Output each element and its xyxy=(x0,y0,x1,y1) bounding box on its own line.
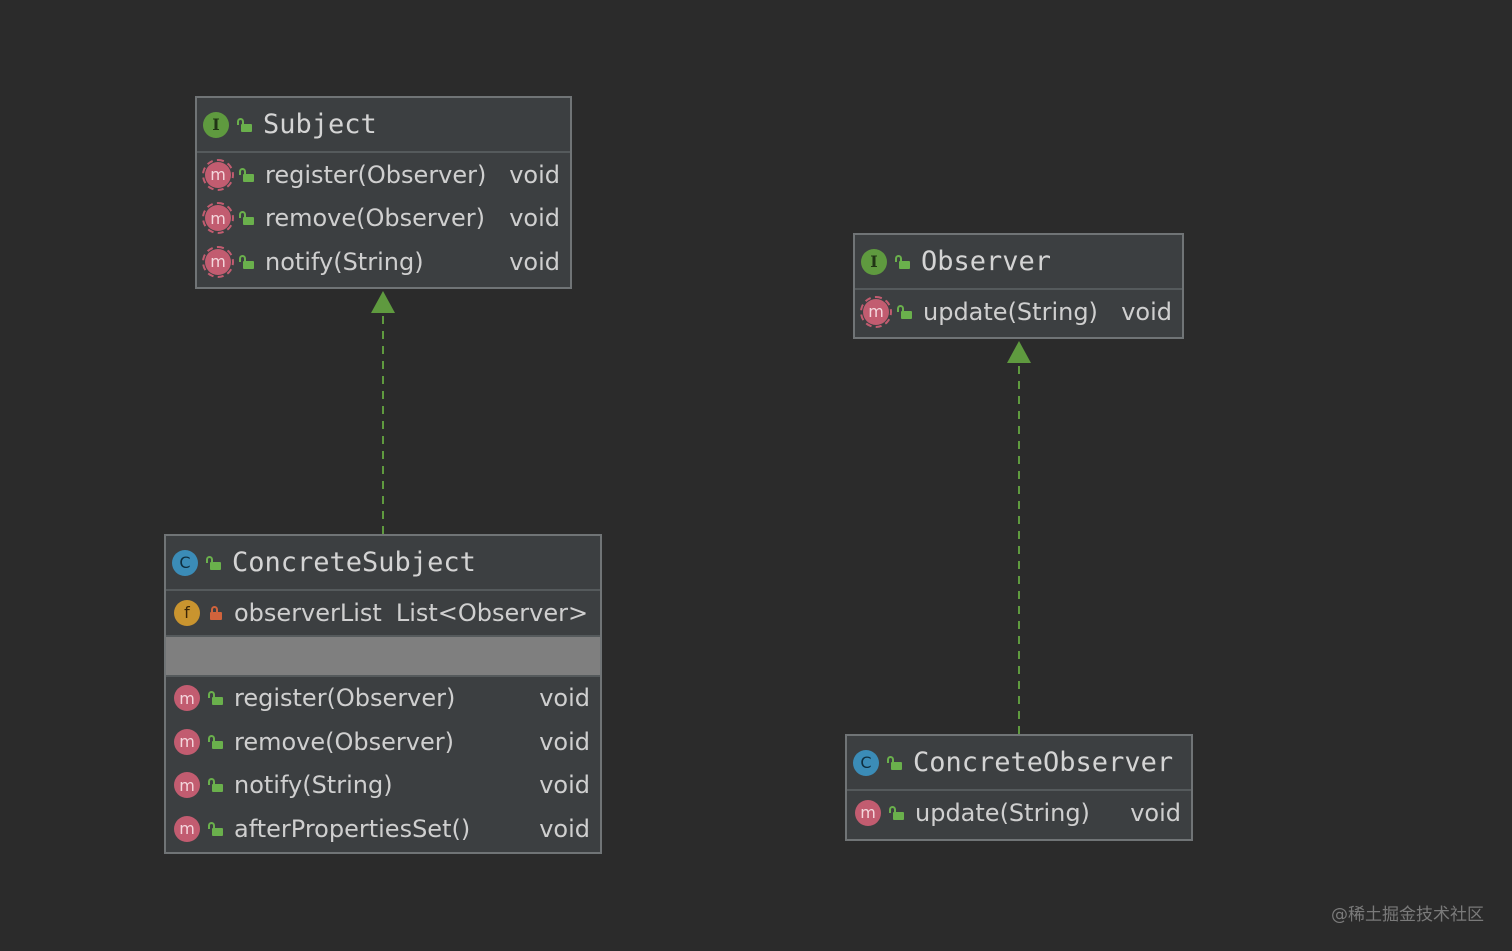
watermark: @稀土掘金技术社区 xyxy=(1331,905,1484,925)
class-icon: C xyxy=(172,549,198,576)
node-title: ConcreteObserver xyxy=(913,747,1174,778)
method-type: void xyxy=(1121,297,1172,326)
method-row[interactable]: m register(Observer) void xyxy=(166,677,600,721)
methods-section: m update(String) void xyxy=(855,290,1182,334)
method-type: void xyxy=(539,727,590,756)
public-lock-icon xyxy=(208,691,223,706)
method-row[interactable]: m update(String) void xyxy=(855,290,1182,334)
abstract-method-icon: m xyxy=(202,158,234,191)
public-lock-icon xyxy=(239,211,254,226)
public-lock-icon xyxy=(897,304,912,319)
node-subject[interactable]: I Subject m register(Observer) void m re… xyxy=(195,96,572,289)
public-lock-icon xyxy=(208,734,223,749)
interface-icon: I xyxy=(203,111,229,138)
method-name: register(Observer) xyxy=(234,684,456,713)
node-concrete-subject[interactable]: C ConcreteSubject f observerList List<Ob… xyxy=(164,534,602,854)
method-name: remove(Observer) xyxy=(234,727,454,756)
method-type: void xyxy=(509,204,560,233)
method-name: update(String) xyxy=(915,798,1090,827)
edge-arrow-subject xyxy=(371,291,395,313)
public-lock-icon xyxy=(239,254,254,269)
public-lock-icon xyxy=(206,555,221,570)
node-title: Observer xyxy=(921,246,1052,277)
public-lock-icon xyxy=(889,805,904,820)
methods-section: m register(Observer) void m remove(Obser… xyxy=(197,153,570,284)
interface-icon: I xyxy=(861,248,887,275)
node-header[interactable]: C ConcreteObserver xyxy=(847,736,1191,791)
field-type: List<Observer> xyxy=(395,598,589,627)
public-lock-icon xyxy=(239,167,254,182)
node-header[interactable]: I Observer xyxy=(855,235,1182,290)
method-name: update(String) xyxy=(923,297,1098,326)
method-name: notify(String) xyxy=(234,771,393,800)
private-lock-icon xyxy=(210,605,222,620)
constructors-section xyxy=(166,636,600,677)
method-icon: m xyxy=(174,772,200,799)
method-row[interactable]: m afterPropertiesSet() void xyxy=(166,807,600,851)
node-header[interactable]: C ConcreteSubject xyxy=(166,536,600,591)
method-icon: m xyxy=(174,728,200,755)
method-row[interactable]: m notify(String) void xyxy=(166,764,600,808)
field-row[interactable]: f observerList List<Observer> xyxy=(166,591,600,635)
node-header[interactable]: I Subject xyxy=(197,98,570,153)
method-name: remove(Observer) xyxy=(265,204,485,233)
edge-arrow-observer xyxy=(1007,341,1031,363)
node-concrete-observer[interactable]: C ConcreteObserver m update(String) void xyxy=(845,734,1193,841)
method-row[interactable]: m update(String) void xyxy=(847,791,1191,835)
method-name: afterPropertiesSet() xyxy=(234,814,471,843)
method-name: register(Observer) xyxy=(265,160,487,189)
public-lock-icon xyxy=(237,117,252,132)
method-type: void xyxy=(539,814,590,843)
method-icon: m xyxy=(174,685,200,712)
field-name: observerList xyxy=(234,598,382,627)
public-lock-icon xyxy=(895,254,910,269)
methods-section: m update(String) void xyxy=(847,791,1191,835)
method-icon: m xyxy=(855,799,881,826)
method-row[interactable]: m register(Observer) void xyxy=(197,153,570,197)
abstract-method-icon: m xyxy=(860,295,892,328)
method-row[interactable]: m remove(Observer) void xyxy=(197,197,570,241)
public-lock-icon xyxy=(208,778,223,793)
method-type: void xyxy=(509,160,560,189)
method-type: void xyxy=(539,771,590,800)
methods-section: m register(Observer) void m remove(Obser… xyxy=(166,677,600,851)
public-lock-icon xyxy=(887,755,902,770)
method-icon: m xyxy=(174,815,200,842)
node-title: ConcreteSubject xyxy=(232,547,476,578)
abstract-method-icon: m xyxy=(202,245,234,278)
method-type: void xyxy=(539,684,590,713)
node-observer[interactable]: I Observer m update(String) void xyxy=(853,233,1184,339)
node-title: Subject xyxy=(263,109,377,140)
class-icon: C xyxy=(853,749,879,776)
abstract-method-icon: m xyxy=(202,202,234,235)
method-row[interactable]: m remove(Observer) void xyxy=(166,720,600,764)
method-type: void xyxy=(1130,798,1181,827)
method-type: void xyxy=(509,247,560,276)
method-row[interactable]: m notify(String) void xyxy=(197,240,570,284)
public-lock-icon xyxy=(208,821,223,836)
fields-section: f observerList List<Observer> xyxy=(166,591,600,637)
method-name: notify(String) xyxy=(265,247,424,276)
field-icon: f xyxy=(174,599,200,626)
